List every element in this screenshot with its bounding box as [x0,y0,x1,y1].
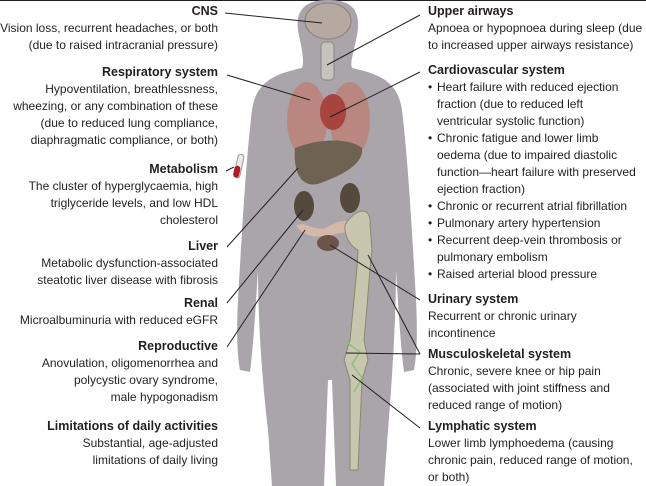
cns-text: Vision loss, recurrent headaches, or bot… [0,21,218,35]
cardiovascular-item: Heart failure with reduced ejection frac… [428,79,636,130]
cns-block: CNS Vision loss, recurrent headaches, or… [0,3,218,54]
musculoskeletal-text: (associated with joint stiffness and [428,381,610,395]
liver-block: Liver Metabolic dysfunction-associated s… [37,238,218,289]
upper-airways-heading: Upper airways [428,4,514,18]
upper-airways-text: to increased upper airways resistance) [428,38,634,52]
cardiovascular-list: Heart failure with reduced ejection frac… [428,79,636,283]
cardiovascular-item: Recurrent deep-vein thrombosis or pulmon… [428,232,636,266]
renal-text: Microalbuminuria with reduced eGFR [19,313,218,327]
upper-airways-text: Apnoea or hypopnoea during sleep (due [428,21,643,35]
limitations-text: limitations of daily living [92,453,218,467]
cardiovascular-block: Cardiovascular system Heart failure with… [428,62,636,283]
cardiovascular-item: Chronic fatigue and lower limb oedema (d… [428,130,636,198]
brain [304,2,352,40]
metabolism-text: cholesterol [159,213,218,227]
urinary-heading: Urinary system [428,292,519,306]
right-kidney [340,183,360,213]
respiratory-text: diaphragmatic compliance, or both) [30,133,218,147]
limitations-heading: Limitations of daily activities [47,419,218,433]
cardiovascular-item: Pulmonary artery hypertension [428,215,636,232]
item-text: oedema (due to impaired diastolic [437,148,618,162]
item-text: ventricular systolic function) [437,114,585,128]
item-text: fraction (due to reduced left [437,97,584,111]
metabolism-block: Metabolism The cluster of hyperglycaemia… [29,161,218,229]
urinary-block: Urinary system Recurrent or chronic urin… [428,291,577,342]
cardiovascular-heading: Cardiovascular system [428,63,565,77]
reproductive-text: Anovulation, oligomenorrhea and [41,356,218,370]
metabolism-heading: Metabolism [149,162,218,176]
item-text: Raised arterial blood pressure [437,267,598,281]
reproductive-heading: Reproductive [138,339,218,353]
liver-text: Metabolic dysfunction-associated [41,256,218,270]
limitations-block: Limitations of daily activities Substant… [47,418,218,469]
renal-block: Renal Microalbuminuria with reduced eGFR [20,295,218,329]
liver [294,140,363,185]
cardiovascular-item: Raised arterial blood pressure [428,266,636,283]
item-text: Recurrent deep-vein thrombosis or [437,233,622,247]
respiratory-text: wheezing, or any combination of these [13,99,218,113]
urinary-text: Recurrent or chronic urinary [428,309,577,323]
item-text: ejection fraction) [437,182,526,196]
leader-lines [224,12,421,429]
respiratory-text: Hypoventilation, breathlessness, [45,82,218,96]
lymphatic-text: chronic pain, reduced range of motion, [428,453,633,467]
lymphatic-vessels [345,341,363,393]
reproductive-text: male hypogonadism [110,390,218,404]
liver-heading: Liver [188,239,218,253]
item-text: function—heart failure with preserved [437,165,636,179]
lymphatic-text: or both) [428,470,470,484]
item-text: Chronic or recurrent atrial fibrillation [437,199,628,213]
left-lung [287,82,327,158]
cns-text: (due to raised intracranial pressure) [28,38,218,52]
reproductive-organs [296,220,352,237]
limitations-text: Substantial, age-adjusted [82,436,218,450]
respiratory-text: (due to reduced lung compliance, [40,116,218,130]
lymphatic-text: Lower limb lymphoedema (causing [428,436,614,450]
lymphatic-heading: Lymphatic system [428,419,537,433]
cardiovascular-item: Chronic or recurrent atrial fibrillation [428,198,636,215]
metabolism-text: The cluster of hyperglycaemia, high [28,179,218,193]
musculoskeletal-heading: Musculoskeletal system [428,347,572,361]
liver-text: steatotic liver disease with fibrosis [37,273,218,287]
respiratory-block: Respiratory system Hypoventilation, brea… [13,64,218,149]
item-text: pulmonary embolism [437,250,548,264]
renal-heading: Renal [183,296,218,310]
trachea [320,41,335,81]
metabolism-text: triglyceride levels, and low HDL [50,196,218,210]
reproductive-text: polycystic ovary syndrome, [73,373,218,387]
musculoskeletal-text: reduced range of motion) [428,398,563,412]
reproductive-block: Reproductive Anovulation, oligomenorrhea… [42,338,218,406]
respiratory-heading: Respiratory system [101,65,218,79]
urinary-text: incontinence [428,326,496,340]
left-kidney [294,191,314,221]
item-text: Heart failure with reduced ejection [437,80,619,94]
heart [320,94,346,130]
cns-heading: CNS [191,4,218,18]
lymphatic-block: Lymphatic system Lower limb lymphoedema … [428,418,633,486]
leg-bones [343,210,373,471]
item-text: Chronic fatigue and lower limb [437,131,599,145]
blood-tube-icon [233,153,245,179]
musculoskeletal-block: Musculoskeletal system Chronic, severe k… [428,346,610,414]
musculoskeletal-text: Chronic, severe knee or hip pain [428,364,601,378]
upper-airways-block: Upper airways Apnoea or hypopnoea during… [428,3,642,54]
item-text: Pulmonary artery hypertension [437,216,601,230]
